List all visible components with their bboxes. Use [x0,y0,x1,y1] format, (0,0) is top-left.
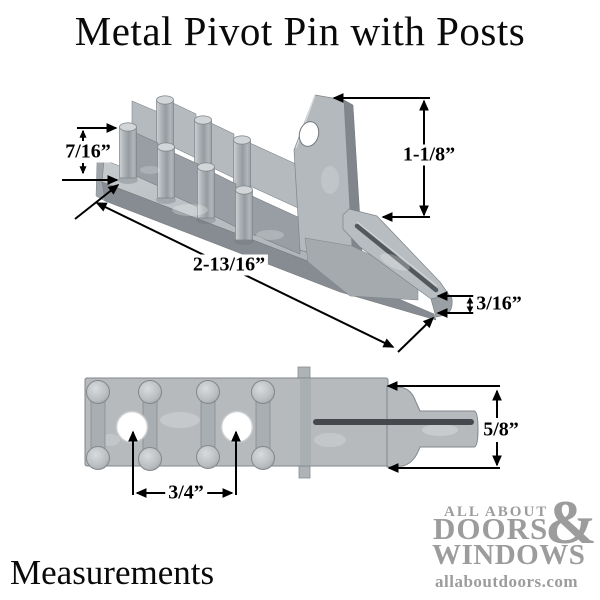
logo-line-windows: WINDOWS [432,539,586,571]
logo-line-all-about: ALL ABOUT [444,504,549,520]
bracket-edge-strip [300,379,311,465]
dimension-hole-spacing-arrows [128,430,241,498]
perspective-view-part-photo [95,94,453,321]
dim-label-tip-thickness: 3/16” [473,293,525,315]
dimension-tongue-width-arrows [386,381,502,473]
logo-line-doors: DOORS [433,511,549,546]
logo-ampersand: & [545,489,597,557]
posts-top-view [86,380,275,471]
dim-label-hole-spacing: 3/4” [165,482,207,504]
dim-label-post-height: 7/16” [62,141,114,163]
tongue-slot [313,419,474,425]
dim-label-overall-length: 2-13/16” [189,254,269,276]
dimension-post-height-arrows [62,123,119,185]
top-view-tongue [386,385,479,468]
edge-tab-bottom [298,465,311,479]
vendor-logo: ALL ABOUT & DOORS WINDOWS allaboutdoors.… [432,492,597,598]
dimension-tip-thickness-arrows [436,291,474,318]
caption-measurements: Measurements [10,553,215,592]
bracket-hole [298,121,320,147]
edge-tab-top [297,366,311,380]
dim-label-tongue-width: 5/8” [480,419,522,441]
logo-url: allaboutdoors.com [435,572,579,591]
dim-label-bracket-height: 1-1/8” [399,144,459,166]
page-title: Metal Pivot Pin with Posts [74,8,526,54]
top-view-part-photo [84,366,479,479]
back-pins [156,95,251,191]
